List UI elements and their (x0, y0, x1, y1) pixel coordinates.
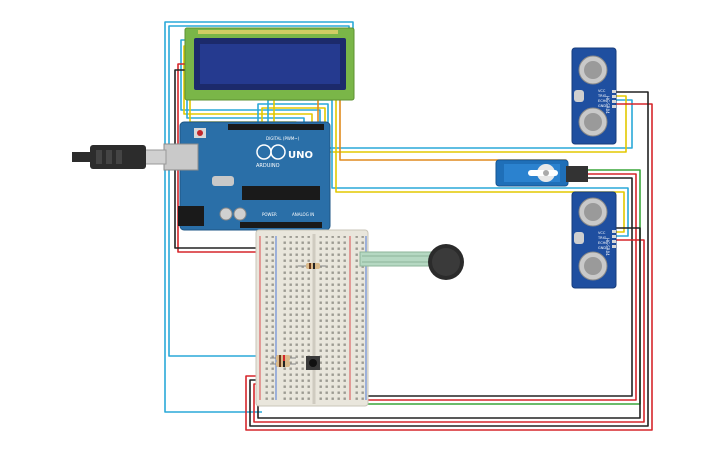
wire-us1-black[interactable] (249, 91, 649, 427)
us-top-pin-echo: ECHO (598, 99, 608, 103)
resistor[interactable] (298, 263, 326, 269)
us-top-pin-gnd: GND (598, 104, 606, 108)
wire-servo-orange[interactable] (317, 91, 567, 168)
us-top-pins (612, 90, 616, 108)
digital-label: DIGITAL (PWM~) (266, 136, 300, 141)
ultrasonic-sensor-bottom[interactable]: HC-SR04 VCC TRIG ECHO GND (571, 191, 617, 289)
us-top-pin-trig: TRIG (597, 94, 607, 98)
digital-header (228, 124, 324, 130)
atmega-chip (242, 186, 320, 200)
us-bottom-pin-trig: TRIG (597, 236, 607, 240)
us-bottom-pin-echo: ECHO (598, 241, 608, 245)
us-bottom-pin-vcc: VCC (598, 231, 606, 235)
arduino-uno-board[interactable]: UNO ARDUINO DIGITAL (PWM~) POWER ANALOG … (163, 121, 331, 231)
wire-lcd-to-arduino-2[interactable] (183, 45, 313, 124)
resistor[interactable] (270, 361, 296, 367)
us-bottom-pin-gnd: GND (598, 246, 606, 250)
breadboard[interactable] (255, 229, 369, 407)
wire-us1-red[interactable] (245, 103, 653, 431)
wire-blue-lcd-left[interactable] (164, 21, 354, 413)
analog-label: ANALOG IN (292, 212, 314, 217)
push-button[interactable] (306, 356, 320, 370)
resistor[interactable] (270, 355, 296, 361)
arduino-uno-label: UNO (288, 150, 313, 161)
power-label: POWER (262, 212, 277, 217)
ultrasonic-sensor-top[interactable]: HC-SR04 VCC TRIG ECHO GND (571, 47, 617, 145)
wire-blue-lcd-left-2[interactable] (168, 25, 350, 357)
ultrasonic-top-label: HC-SR04 (605, 96, 610, 114)
us-top-pin-vcc: VCC (598, 89, 606, 93)
analog-header (240, 222, 322, 228)
usb-port (163, 143, 199, 171)
usb-cable-plug[interactable] (72, 145, 167, 169)
power-jack (178, 206, 204, 226)
arduino-brand-label: ARDUINO (256, 163, 280, 169)
wire-servo-red[interactable] (270, 173, 637, 401)
wire-servo-black[interactable] (270, 177, 633, 397)
force-sensitive-resistor[interactable] (359, 244, 464, 280)
ultrasonic-bottom-label: HC-SR04 (605, 238, 610, 256)
wire-lcd-to-arduino-1[interactable] (180, 39, 321, 124)
us-bottom-pins (612, 230, 616, 248)
lcd-16x2-display[interactable] (184, 27, 355, 101)
arduino-logo (256, 144, 286, 160)
servo-motor[interactable] (495, 159, 588, 187)
